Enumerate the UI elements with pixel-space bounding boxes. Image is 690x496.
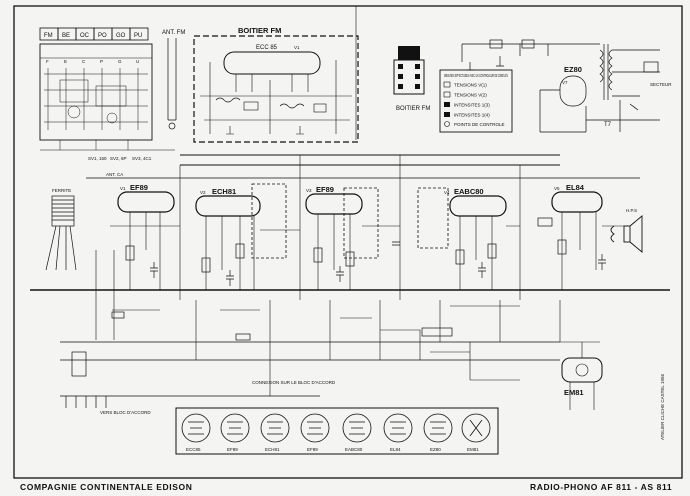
if-transformers (251, 183, 449, 259)
ech81-ref: V2 (200, 190, 206, 195)
ef89-v3-label: EF89 (316, 185, 334, 194)
secteur-label: SECTEUR (650, 82, 672, 87)
boitier-fm-box (193, 35, 359, 143)
model-footer: RADIO-PHONO AF 811 - AS 811 (530, 482, 672, 492)
base-em81: EM81 (467, 447, 479, 452)
bottom-left-note: VERS BLOC D'ACCORD (100, 410, 151, 415)
switch-letter-p: P (100, 59, 103, 64)
ant-ca-label: ANT. CA (106, 172, 123, 177)
tube-el84-v5: EL84 V5 (551, 183, 603, 213)
sv-label-3: SV3, 4C1 (132, 156, 152, 161)
base-ech81: ECH81 (265, 447, 280, 452)
ferrite-antenna (45, 195, 107, 408)
legend-item-3: INTENSITES 1(3) (454, 103, 490, 108)
switch-key-oc: OC (80, 33, 90, 39)
boitier-fm-wiring (200, 60, 352, 135)
hp-label: H.P.S (626, 208, 637, 213)
manufacturer-footer: COMPAGNIE CONTINENTALE EDISON (20, 482, 192, 492)
page-border (13, 5, 683, 479)
boitier-fm-connector-label: BOITIER FM (396, 106, 430, 112)
switch-letter-u: U (136, 59, 139, 64)
base-ef89-a: EF89 (227, 447, 238, 452)
switch-letter-f: F (46, 59, 49, 64)
loudspeaker (610, 215, 643, 253)
ez80-label: EZ80 (564, 65, 582, 74)
tube-base-strip: ECC85 EF89 ECH81 EF89 EABC80 EL84 EZ80 E… (175, 407, 499, 455)
em81-label: EM81 (564, 388, 584, 397)
ech81-label: ECH81 (212, 187, 236, 196)
base-el84: EL84 (390, 447, 401, 452)
switch-key-po: PO (98, 33, 107, 39)
band-switch-block: FM BE OC PO GO PU F E C P G U SV1, 150 S… (39, 27, 175, 161)
boitier-fm-connector: BOITIER FM (393, 46, 430, 112)
ant-fm-input (167, 38, 177, 130)
ecc85-ref: V1 (294, 45, 300, 50)
ef89-v1-ref: V1 (120, 186, 126, 191)
switch-key-be: BE (62, 33, 70, 39)
side-note: ATELIER CLICHE CASTEL 1956 (660, 373, 665, 440)
ecc85-label: ECC 85 (256, 45, 278, 51)
eabc80-label: EABC80 (454, 187, 484, 196)
tube-ef89-v3: EF89 V3 (305, 185, 363, 215)
tube-ech81-v2: ECH81 V2 (195, 187, 261, 217)
eabc80-ref: V4 (444, 190, 450, 195)
base-eabc80: EABC80 (345, 447, 363, 452)
shield-note: CONNEXION SUR LE BLOC D'ACCORD (252, 380, 336, 385)
el84-ref: V5 (554, 186, 560, 191)
switch-letter-e: E (64, 59, 67, 64)
switch-key-go: GO (116, 33, 126, 39)
boitier-fm-title: BOITIER FM (238, 26, 281, 35)
legend-title: MESURES EFFECTUEES AVEC UN CONTROLEUR DE… (444, 73, 508, 78)
legend-item-2: TENSIONS V(2) (454, 93, 487, 98)
tube-ef89-v1: EF89 V1 (117, 183, 175, 213)
base-ef89-b: EF89 (307, 447, 318, 452)
sv-label-1: SV1, 150 (88, 156, 107, 161)
switch-key-pu: PU (134, 33, 142, 39)
measurement-legend: MESURES EFFECTUEES AVEC UN CONTROLEUR DE… (439, 69, 513, 133)
switch-letter-g: G (118, 59, 122, 64)
switch-letter-c: C (82, 59, 86, 64)
passive-components (111, 217, 606, 341)
ef89-v1-label: EF89 (130, 183, 148, 192)
base-ecc85: ECC85 (186, 447, 201, 452)
ez80-ref: V7 (562, 80, 568, 85)
ant-fm-label: ANT. FM (162, 30, 185, 36)
ecc85-tube: ECC 85 V1 (223, 45, 321, 92)
legend-item-4: INTENSITES 1(4) (454, 113, 490, 118)
switch-key-fm: FM (44, 33, 53, 39)
transformer-label: T7 (604, 122, 612, 128)
switch-key-row (39, 27, 149, 41)
power-supply: EZ80 V7 SECTEUR T7 (461, 39, 672, 133)
legend-item-1: TENSIONS V(1) (454, 83, 487, 88)
legend-item-5: POINTS DE CONTROLE (454, 122, 505, 127)
em81-indicator: EM81 (560, 341, 603, 410)
sv-label-2: SV2, 6P (110, 156, 127, 161)
tube-eabc80-v4: EABC80 V4 (444, 187, 507, 217)
base-ez80: EZ80 (430, 447, 441, 452)
ferrite-label: FERRITE (52, 188, 71, 193)
ef89-v3-ref: V3 (306, 188, 312, 193)
el84-label: EL84 (566, 183, 585, 192)
